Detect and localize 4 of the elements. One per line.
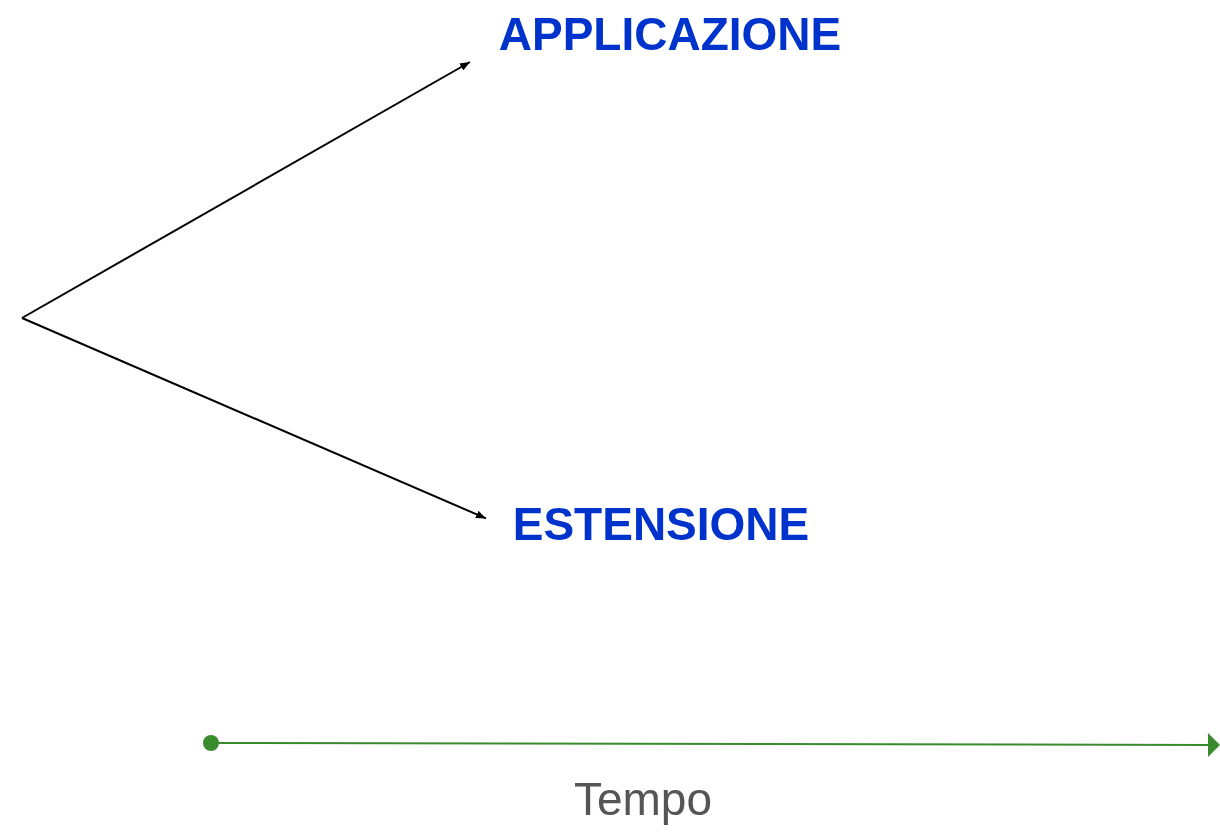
heading-label: ESTENSIONE	[486, 496, 836, 552]
arrow	[21, 61, 471, 319]
arrow	[21, 317, 487, 520]
heading-label: APPLICAZIONE	[470, 6, 870, 62]
